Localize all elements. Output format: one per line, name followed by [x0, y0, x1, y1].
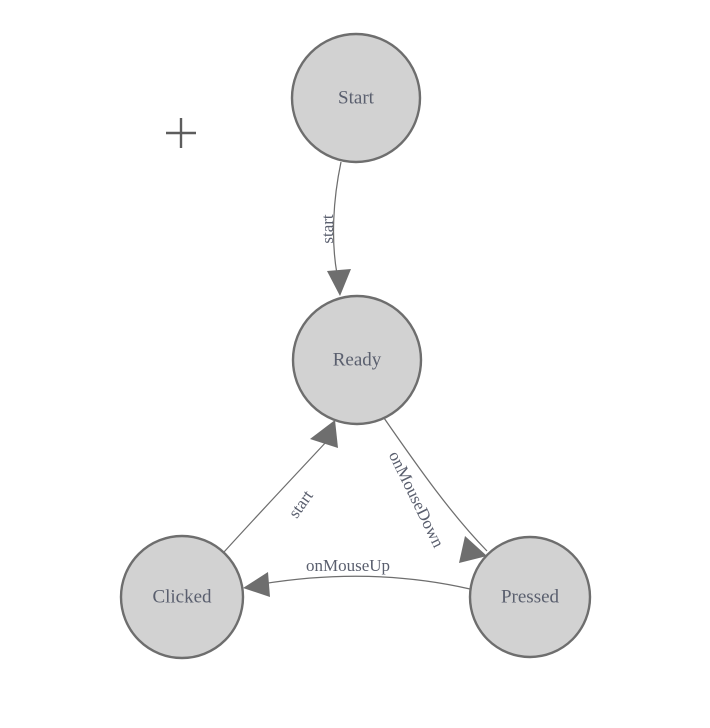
node-start-label: Start	[338, 87, 375, 108]
arrowhead-into-clicked	[243, 572, 270, 597]
edge-label-text: start	[318, 214, 337, 244]
node-ready-circle[interactable]	[291, 294, 423, 426]
edge-label-start-to-ready: start	[318, 214, 337, 244]
node-pressed[interactable]: Pressed	[468, 535, 592, 659]
node-pressed-label: Pressed	[501, 586, 560, 607]
edge-clicked-to-ready[interactable]	[223, 420, 338, 553]
edge-start-to-ready[interactable]	[327, 161, 351, 296]
node-clicked-circle[interactable]	[119, 534, 245, 660]
edge-path-clicked-to-ready	[223, 440, 328, 553]
crosshair-icon	[166, 118, 196, 148]
arrowhead-into-ready-bottom	[310, 420, 338, 448]
edge-label-pressed-to-clicked: onMouseUp	[306, 556, 390, 575]
arrowhead-into-ready-top	[327, 269, 351, 296]
edge-path-ready-to-pressed	[383, 417, 488, 552]
arrowhead-into-pressed	[459, 536, 487, 563]
node-ready[interactable]: Ready	[291, 294, 423, 426]
node-pressed-circle[interactable]	[468, 535, 592, 659]
edge-pressed-to-clicked[interactable]	[243, 572, 471, 597]
edge-label-text: onMouseUp	[306, 556, 390, 575]
edge-path-pressed-to-clicked	[261, 575, 471, 590]
edge-label-text: start	[285, 486, 318, 521]
node-clicked-label: Clicked	[152, 586, 212, 607]
node-start-circle[interactable]	[290, 32, 422, 164]
edge-label-clicked-to-ready: start	[285, 486, 318, 521]
node-ready-label: Ready	[333, 349, 382, 370]
node-clicked[interactable]: Clicked	[119, 534, 245, 660]
edge-path-start-to-ready	[332, 161, 342, 275]
edge-ready-to-pressed[interactable]	[383, 417, 488, 563]
node-start[interactable]: Start	[290, 32, 422, 164]
